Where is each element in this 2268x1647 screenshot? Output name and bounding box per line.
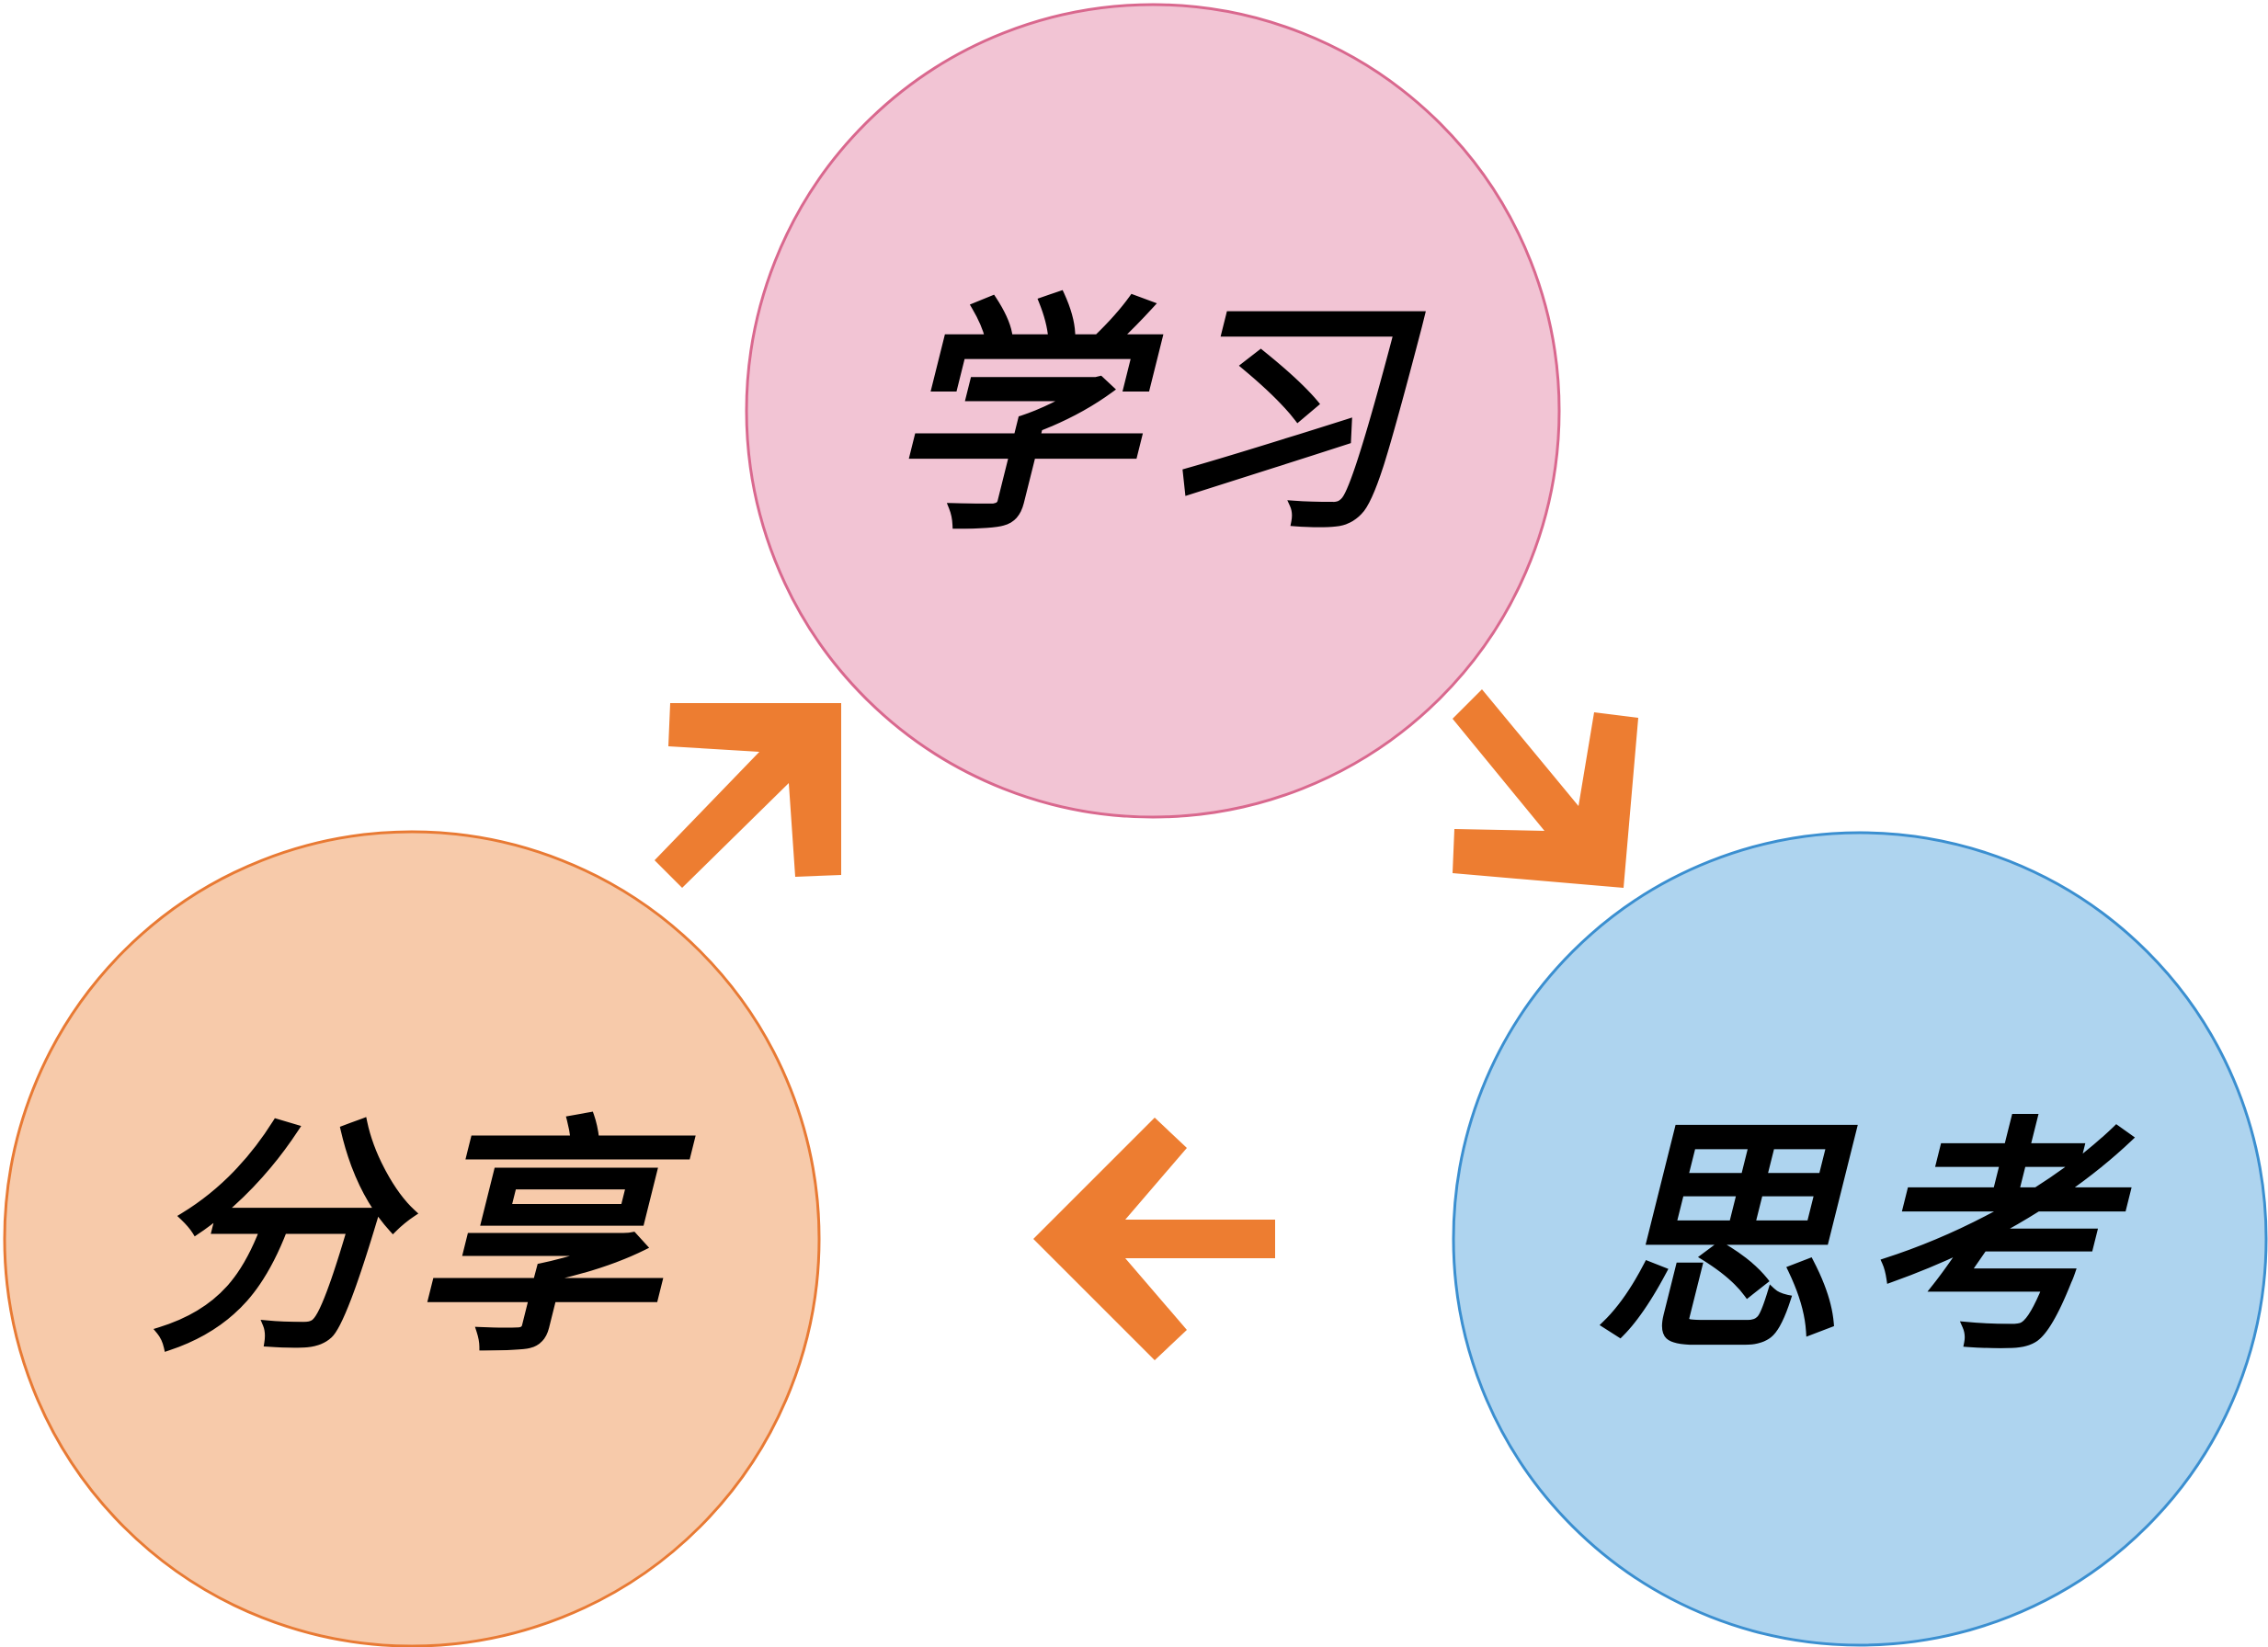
node-share-label: 分享 <box>145 1093 699 1385</box>
node-think-circle <box>1452 831 2268 1647</box>
arrow-think-to-share <box>1033 1118 1275 1360</box>
node-learn: 学习 <box>745 3 1561 819</box>
node-share: 分享 <box>3 830 821 1647</box>
node-think-label: 思考 <box>1593 1093 2136 1385</box>
arrow-learn-to-think <box>1453 689 1638 888</box>
node-think: 思考 <box>1452 831 2268 1647</box>
node-share-circle <box>3 830 821 1647</box>
arrow-share-to-learn <box>655 703 841 888</box>
node-learn-label: 学习 <box>886 272 1429 564</box>
node-learn-circle <box>745 3 1561 819</box>
